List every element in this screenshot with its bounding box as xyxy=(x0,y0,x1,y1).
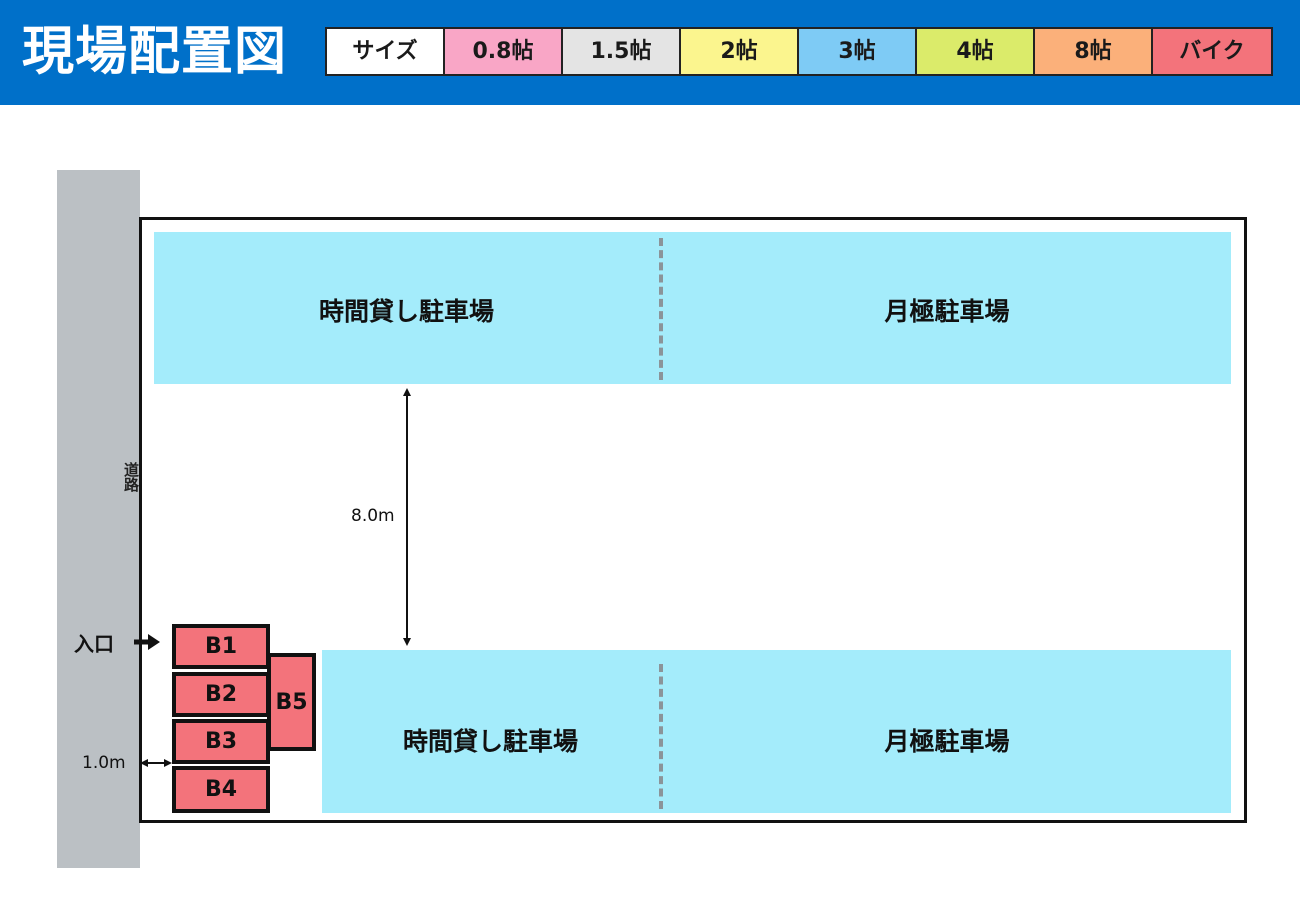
parking-label-monthly-bottom: 月極駐車場 xyxy=(884,727,1010,756)
parking-label-hourly-top: 時間貸し駐車場 xyxy=(318,297,494,326)
entrance-label: 入口 xyxy=(74,632,114,656)
page-title: 現場配置図 xyxy=(22,22,288,82)
legend-cell-4: 4帖 xyxy=(917,29,1035,74)
parking-area-top xyxy=(154,232,1231,384)
parking-area-bottom xyxy=(322,650,1231,813)
legend-cell-1-5: 1.5帖 xyxy=(563,29,681,74)
legend-cell-2: 2帖 xyxy=(681,29,799,74)
bike-unit-b2: B2 xyxy=(172,672,270,717)
parking-divider-bottom xyxy=(659,664,663,809)
bike-unit-b3: B3 xyxy=(172,719,270,764)
legend-cell-bike: バイク xyxy=(1153,29,1271,74)
parking-label-hourly-bottom: 時間貸し駐車場 xyxy=(402,727,578,756)
header-bar: 現場配置図 サイズ 0.8帖 1.5帖 2帖 3帖 4帖 8帖 バイク xyxy=(0,0,1300,105)
legend-cell-3: 3帖 xyxy=(799,29,917,74)
road xyxy=(57,170,140,868)
road-gap-dimension-label: 1.0m xyxy=(82,753,126,773)
legend-cell-0-8: 0.8帖 xyxy=(445,29,563,74)
parking-label-monthly-top: 月極駐車場 xyxy=(884,297,1010,326)
bike-unit-b5: B5 xyxy=(267,653,316,751)
bike-unit-b4: B4 xyxy=(172,766,270,813)
aisle-dimension-label: 8.0m xyxy=(351,506,395,526)
size-legend: サイズ 0.8帖 1.5帖 2帖 3帖 4帖 8帖 バイク xyxy=(325,27,1273,76)
bike-unit-b1: B1 xyxy=(172,624,270,669)
legend-cell-8: 8帖 xyxy=(1035,29,1153,74)
legend-cell-size-header: サイズ xyxy=(327,29,445,74)
parking-divider-top xyxy=(659,238,663,380)
road-label: 道路 xyxy=(122,462,140,492)
